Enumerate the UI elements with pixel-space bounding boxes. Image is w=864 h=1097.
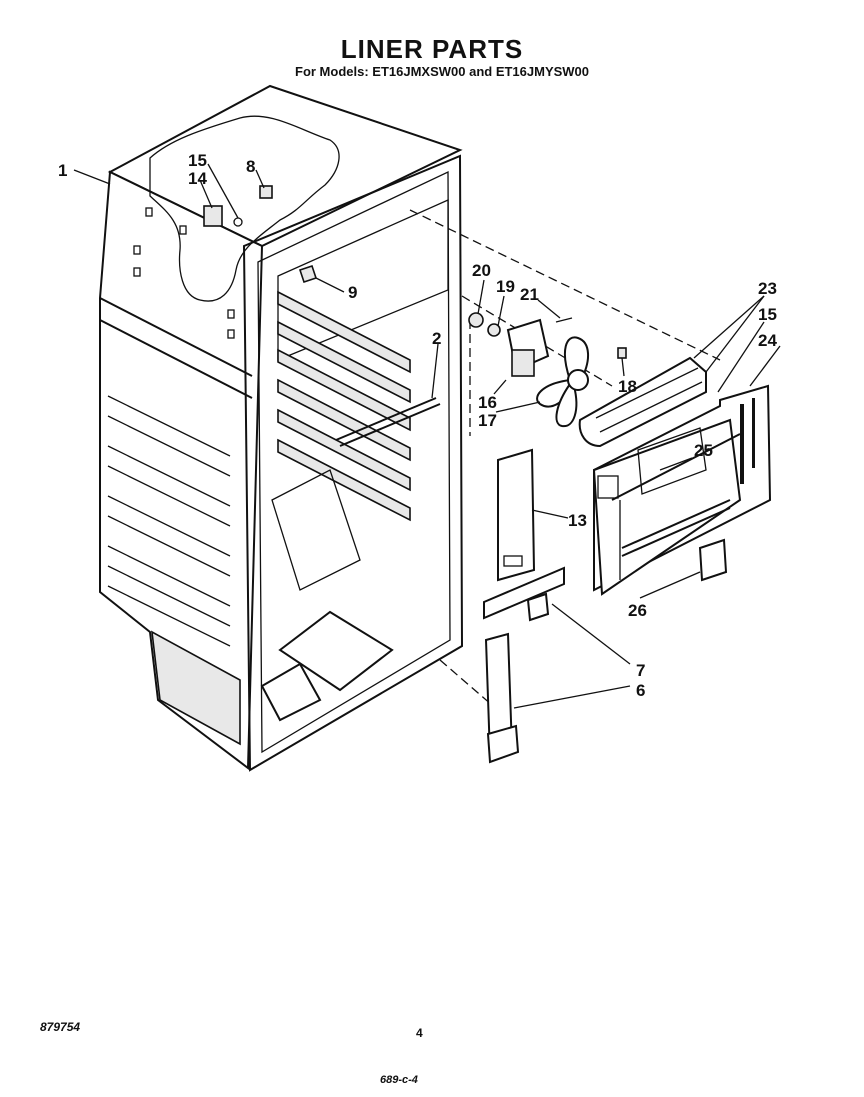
callout-15-top: 15 xyxy=(188,151,207,170)
callout-23: 23 xyxy=(758,279,777,298)
diagram-number: 879754 xyxy=(40,1020,81,1034)
page-title: LINER PARTS xyxy=(340,34,524,64)
callout-25: 25 xyxy=(694,441,713,460)
callout-13: 13 xyxy=(568,511,587,530)
callout-17: 17 xyxy=(478,411,497,430)
callout-7: 7 xyxy=(636,661,645,680)
top-hardware xyxy=(203,185,273,227)
callout-21: 21 xyxy=(520,285,539,304)
leader-lines xyxy=(73,163,781,709)
callout-15-right: 15 xyxy=(758,305,777,324)
revision-code: 689-c-4 xyxy=(380,1074,418,1086)
callout-20: 20 xyxy=(472,261,491,280)
callout-1: 1 xyxy=(58,161,67,180)
plug-part-9 xyxy=(298,264,318,284)
fan-shroud-part-23 xyxy=(578,356,707,448)
callout-8: 8 xyxy=(246,157,255,176)
fan-motor-assembly xyxy=(468,312,627,428)
callout-26: 26 xyxy=(628,601,647,620)
callout-19: 19 xyxy=(496,277,515,296)
control-rod-part-2 xyxy=(335,397,441,447)
liner-cabinet xyxy=(99,84,463,770)
liner-front-frame xyxy=(242,154,464,772)
pad-part-26 xyxy=(698,538,728,582)
page-number: 4 xyxy=(416,1026,423,1040)
callout-6: 6 xyxy=(636,681,645,700)
callout-9: 9 xyxy=(348,283,357,302)
callout-2: 2 xyxy=(432,329,441,348)
assembly-line-upper xyxy=(409,209,721,361)
air-duct-part-13 xyxy=(497,448,536,582)
duct-cover-part-6 xyxy=(484,632,520,764)
callout-18: 18 xyxy=(618,377,637,396)
callout-14: 14 xyxy=(188,169,207,188)
callout-24: 24 xyxy=(758,331,777,350)
rear-panel xyxy=(592,418,742,596)
strip-part-7 xyxy=(483,566,565,622)
callout-16: 16 xyxy=(478,393,497,412)
models-subtitle: For Models: ET16JMXSW00 and ET16JMYSW00 xyxy=(295,64,590,79)
